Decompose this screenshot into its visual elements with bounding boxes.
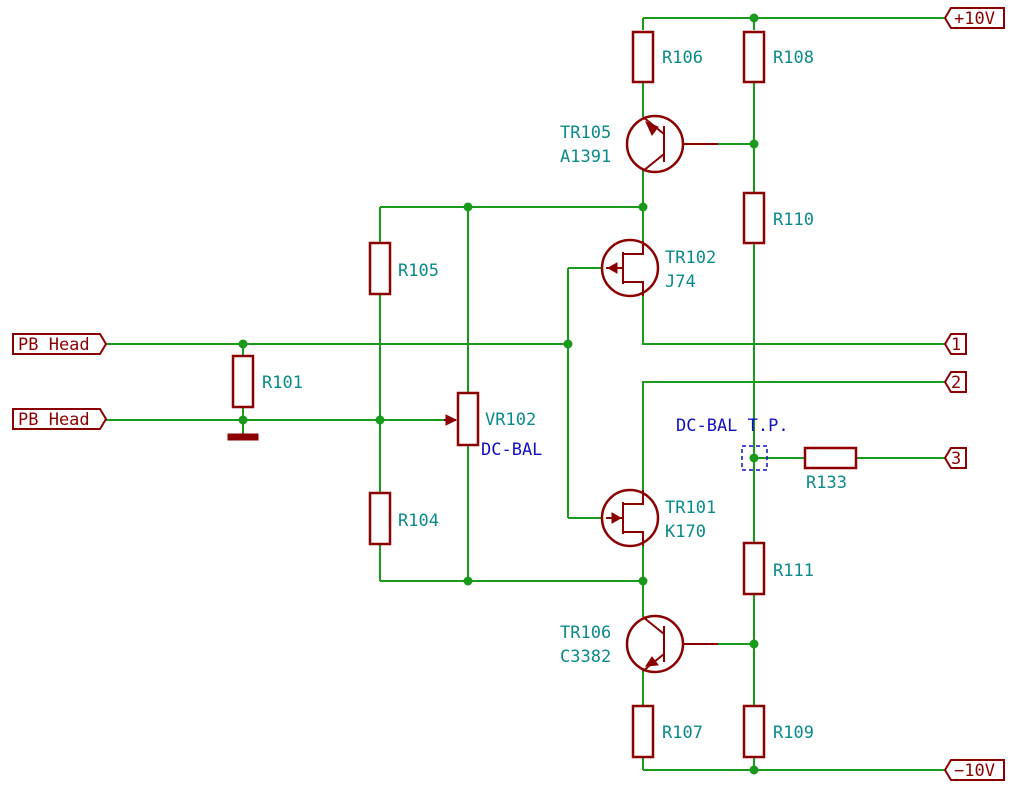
tr101-ref-label: TR101: [665, 498, 716, 518]
junction-dot: [238, 339, 248, 349]
port-label: 2: [951, 373, 961, 393]
ground-symbol: [227, 433, 259, 441]
junction-dot: [749, 13, 759, 23]
resistor-r104: [368, 491, 392, 546]
transistor-tr102-pjfet: [600, 238, 660, 298]
r106-label: R106: [662, 48, 703, 68]
resistor-r107: [631, 704, 655, 759]
tr105-value-label: A1391: [560, 147, 611, 167]
r108-label: R108: [773, 48, 814, 68]
junctions: [238, 13, 759, 775]
port-minus-10v: −10V: [943, 759, 1005, 781]
port-plus-10v: +10V: [943, 7, 1005, 29]
tr102-value-label: J74: [665, 272, 696, 292]
vr102-ref-label: VR102: [485, 410, 536, 430]
resistor-r110: [742, 191, 766, 245]
junction-dot: [749, 765, 759, 775]
junction-dot: [749, 453, 759, 463]
port-out-1: 1: [943, 333, 967, 355]
port-label: PB_Head: [18, 335, 90, 355]
junction-dot: [563, 339, 573, 349]
port-label: −10V: [954, 761, 995, 781]
resistor-r133: [803, 446, 858, 470]
port-label: +10V: [954, 9, 995, 29]
resistor-r105: [368, 241, 392, 296]
r110-label: R110: [773, 210, 814, 230]
junction-dot: [238, 415, 248, 425]
vr102-value-label: DC-BAL: [481, 440, 542, 460]
junction-dot: [749, 639, 759, 649]
resistor-r109: [742, 704, 766, 759]
port-out-2: 2: [943, 371, 967, 393]
junction-dot: [638, 202, 648, 212]
r111-label: R111: [773, 561, 814, 581]
junction-dot: [749, 139, 759, 149]
port-pb-head-1: PB_Head: [12, 333, 108, 355]
port-label: 3: [951, 449, 961, 469]
resistor-r101: [231, 354, 255, 409]
tr102-ref-label: TR102: [665, 248, 716, 268]
junction-dot: [375, 415, 385, 425]
resistor-r106: [631, 30, 655, 84]
port-label: 1: [951, 335, 961, 355]
tr106-value-label: C3382: [560, 647, 611, 667]
reference-labels: R106 R108 R110 R105 R101 R104 R111 R107 …: [262, 48, 847, 743]
port-pb-head-2: PB_Head: [12, 408, 108, 430]
junction-dot: [638, 576, 648, 586]
transistor-tr105-pnp: [625, 114, 718, 174]
tr105-ref-label: TR105: [560, 123, 611, 143]
resistor-r111: [742, 541, 766, 596]
test-point-label: DC-BAL T.P.: [676, 416, 789, 436]
r104-label: R104: [398, 511, 439, 531]
r133-label: R133: [806, 473, 847, 493]
r105-label: R105: [398, 261, 439, 281]
junction-dot: [463, 576, 473, 586]
test-point-dc-bal: DC-BAL T.P.: [676, 416, 789, 471]
potentiometer-vr102: [444, 391, 480, 447]
r101-label: R101: [262, 373, 303, 393]
port-label: PB_Head: [18, 410, 90, 430]
wires: [106, 17, 945, 771]
transistor-tr106-npn: [625, 614, 718, 674]
r109-label: R109: [773, 723, 814, 743]
junction-dot: [463, 202, 473, 212]
transistor-tr101-njfet: [600, 488, 660, 548]
tr106-ref-label: TR106: [560, 623, 611, 643]
r107-label: R107: [662, 723, 703, 743]
resistor-r108: [742, 30, 766, 84]
tr101-value-label: K170: [665, 522, 706, 542]
port-out-3: 3: [943, 447, 967, 469]
